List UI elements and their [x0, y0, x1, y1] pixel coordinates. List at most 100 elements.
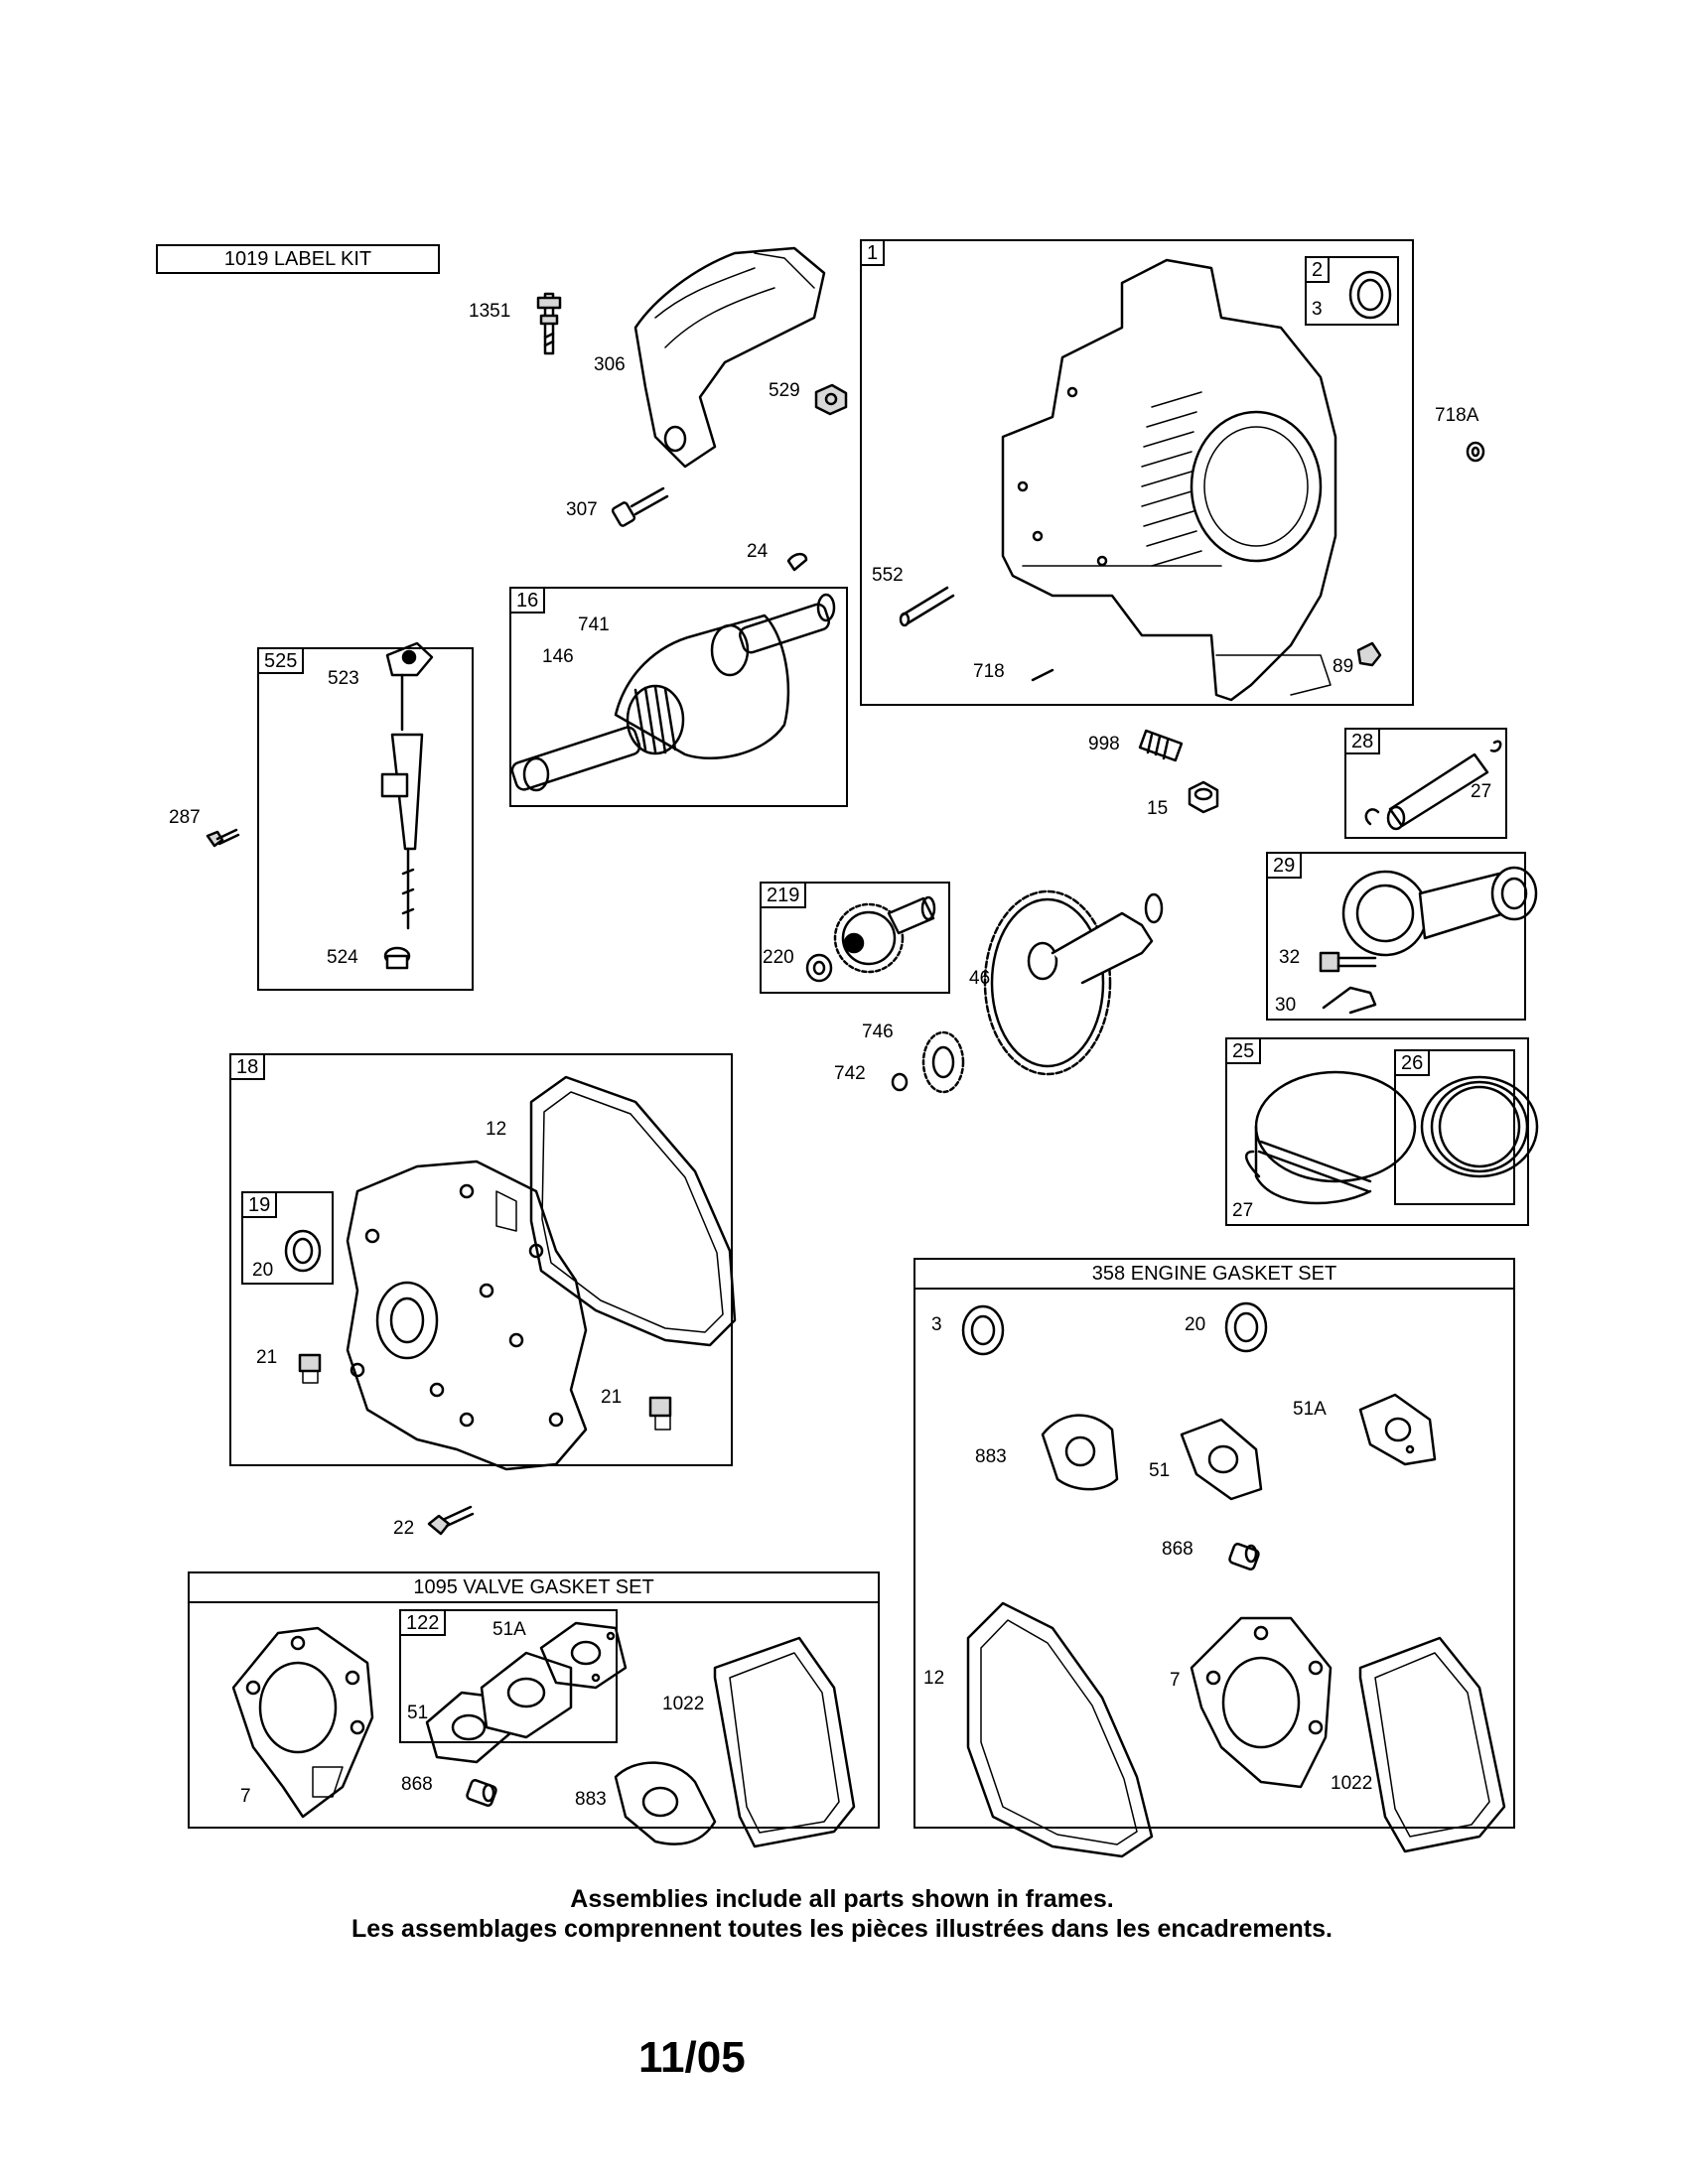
callout-529: 529 — [769, 380, 800, 401]
callout-1022b: 1022 — [662, 1694, 705, 1714]
tube-552-icon — [899, 586, 955, 627]
frame-tag-1: 1 — [862, 241, 886, 266]
label-kit-box: 1019 LABEL KIT — [156, 244, 440, 274]
callout-32: 32 — [1279, 947, 1301, 968]
gasket-12-icon — [529, 1075, 737, 1347]
callout-3b: 3 — [931, 1314, 942, 1335]
frame-tag-2: 2 — [1307, 258, 1331, 283]
cover-seal-frame: 19 — [241, 1191, 334, 1285]
bolt-1351-icon — [536, 292, 562, 355]
nut-529-icon — [814, 383, 848, 416]
gasket-883a-icon — [614, 1761, 717, 1845]
callout-883a: 883 — [975, 1446, 1007, 1467]
oil-seal-3-icon — [1348, 270, 1392, 320]
callout-24: 24 — [747, 541, 769, 562]
callout-12b: 12 — [923, 1668, 945, 1689]
lock-30-icon — [1322, 986, 1377, 1015]
callout-89: 89 — [1333, 656, 1354, 677]
crankcase-cover-frame: 18 — [229, 1053, 733, 1466]
gasket-12b-icon — [966, 1601, 1154, 1858]
gasket-883b-icon — [1041, 1414, 1119, 1491]
dipstick-frame: 525 — [257, 647, 474, 991]
piston-frame: 25 — [1225, 1037, 1529, 1226]
callout-552: 552 — [872, 565, 904, 586]
piston-icon — [1244, 1070, 1417, 1205]
intake-frame: 122 — [399, 1609, 618, 1743]
callout-998: 998 — [1088, 734, 1120, 754]
callout-12a: 12 — [486, 1119, 507, 1140]
cylinder-block-frame: 1 — [860, 239, 1414, 706]
washer-220-icon — [805, 953, 833, 983]
screw-307-icon — [611, 486, 669, 527]
frame-tag-19: 19 — [243, 1193, 278, 1218]
frame-tag-122: 122 — [401, 1611, 447, 1636]
callout-868a: 868 — [1162, 1539, 1193, 1560]
callout-306: 306 — [594, 354, 626, 375]
valve-gasket-set-frame: 1095 VALVE GASKET SET — [188, 1571, 880, 1829]
callout-746: 746 — [862, 1022, 894, 1042]
callout-307: 307 — [566, 499, 598, 520]
callout-20b: 20 — [1185, 1314, 1206, 1335]
bolt-32-icon — [1319, 951, 1377, 973]
callout-524: 524 — [327, 947, 358, 968]
callout-718: 718 — [973, 661, 1005, 682]
callout-46: 46 — [969, 968, 991, 989]
frame-tag-25: 25 — [1227, 1039, 1262, 1064]
seal-868b-icon — [1228, 1543, 1260, 1570]
stud-998-icon — [1138, 729, 1184, 762]
insulator-icon — [480, 1651, 573, 1739]
callout-1351: 1351 — [469, 301, 511, 322]
frame-tag-219: 219 — [762, 884, 807, 908]
engine-gasket-set-frame: 358 ENGINE GASKET SET — [913, 1258, 1515, 1829]
shroud-306-icon — [633, 246, 826, 469]
rocker-gasket-1022b-icon — [1358, 1636, 1506, 1853]
dipstick-tube-icon — [380, 641, 434, 930]
callout-51b: 51 — [407, 1703, 429, 1723]
head-gasket-7a-icon — [231, 1626, 374, 1819]
engine-gasket-set-title: 358 ENGINE GASKET SET — [915, 1260, 1513, 1290]
dowel-718A-icon — [1466, 441, 1485, 463]
gasket-51Ab-icon — [1358, 1393, 1437, 1466]
callout-30: 30 — [1275, 995, 1297, 1016]
head-gasket-7b-icon — [1190, 1616, 1333, 1789]
page-number: 11/05 — [638, 2033, 746, 2082]
clip-742-icon — [891, 1072, 909, 1092]
callout-718A: 718A — [1435, 405, 1479, 426]
seal-868a-icon — [466, 1779, 497, 1807]
frame-tag-26: 26 — [1396, 1051, 1431, 1076]
wrist-pin-frame: 28 — [1344, 728, 1507, 839]
seal-20b-icon — [1224, 1301, 1268, 1353]
screw-287-icon — [206, 828, 240, 848]
governor-gear-icon — [833, 895, 936, 974]
callout-1022a: 1022 — [1331, 1773, 1373, 1794]
crankcase-cover-icon — [346, 1160, 588, 1471]
callout-868b: 868 — [401, 1774, 433, 1795]
callout-20a: 20 — [252, 1260, 274, 1281]
gear-746-icon — [921, 1030, 965, 1094]
callout-27a: 27 — [1471, 781, 1492, 802]
wrist-pin-icon — [1364, 740, 1502, 831]
frame-tag-28: 28 — [1346, 730, 1381, 754]
plug-89-icon — [1356, 641, 1382, 667]
cam-gear-icon — [983, 889, 1164, 1076]
callout-883b: 883 — [575, 1789, 607, 1810]
callout-15: 15 — [1147, 798, 1169, 819]
note-french: Les assemblages comprennent toutes les p… — [351, 1915, 1333, 1943]
piston-rings-frame: 26 — [1394, 1049, 1515, 1205]
frame-tag-525: 525 — [259, 649, 305, 674]
callout-51Aa: 51A — [1293, 1399, 1327, 1420]
callout-21a: 21 — [256, 1347, 278, 1368]
callout-741: 741 — [578, 614, 610, 635]
dowel-718-icon — [1031, 668, 1054, 682]
callout-21b: 21 — [601, 1387, 623, 1408]
seal-3b-icon — [961, 1304, 1005, 1356]
callout-220: 220 — [763, 947, 794, 968]
callout-22: 22 — [393, 1518, 415, 1539]
callout-287: 287 — [169, 807, 201, 828]
frame-tag-16: 16 — [511, 589, 546, 614]
callout-742: 742 — [834, 1063, 866, 1084]
connecting-rod-frame: 29 — [1266, 852, 1526, 1021]
governor-frame: 219 — [760, 882, 950, 994]
callout-27b: 27 — [1232, 1200, 1254, 1221]
